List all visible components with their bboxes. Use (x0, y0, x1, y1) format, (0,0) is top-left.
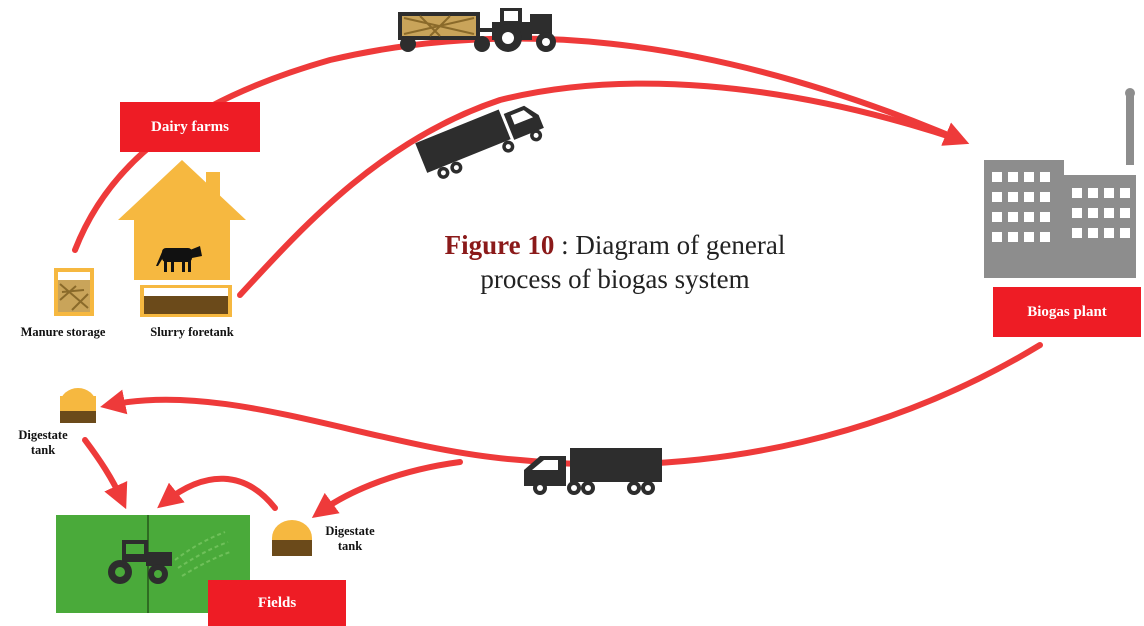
figure-label: Figure 10 (444, 230, 555, 260)
biogas-plant-label: Biogas plant (993, 287, 1141, 337)
digestate-tank-icon (60, 388, 96, 423)
digestate-tank-icon (272, 520, 312, 556)
dairy-farms-label: Dairy farms (120, 102, 260, 152)
caption-line-2: process of biogas system (480, 264, 750, 294)
dairy-farms-text: Dairy farms (151, 118, 229, 135)
figure-caption: Figure 10 : Diagram of general process o… (375, 228, 855, 296)
truck-icon (415, 105, 544, 179)
digestate-tank-2-line1: Digestate (325, 524, 375, 538)
biogas-plant-text: Biogas plant (1027, 303, 1107, 320)
house-with-cow-icon (118, 160, 246, 280)
arrow-plant-to-tank1 (100, 342, 1043, 468)
digestate-tank-2-line2: tank (337, 539, 363, 553)
caption-line-1: Figure 10 : Diagram of general (375, 228, 855, 262)
slurry-foretank-label: Slurry foretank (150, 325, 234, 339)
cow-icon (156, 246, 202, 272)
arrow-branch-to-tank2 (311, 459, 463, 518)
digestate-tank-1-label: Digestate tank (8, 428, 78, 458)
fields-label: Fields (208, 580, 346, 626)
digestate-tank-2-label: Digestate tank (310, 524, 390, 554)
arrow-tank1-to-field (82, 437, 128, 510)
manure-storage-label: Manure storage (20, 325, 106, 339)
digestate-tank-1-line1: Digestate (18, 428, 68, 442)
manure-storage-icon (54, 268, 94, 316)
caption-separator: : (554, 230, 576, 260)
caption-text-1: Diagram of general (575, 230, 786, 260)
digestate-tank-1-line2: tank (30, 443, 56, 457)
factory-icon (984, 88, 1136, 278)
arrow-slurry-to-plant (237, 80, 963, 298)
slurry-tank-icon (140, 285, 232, 317)
arrow-tank2-to-field (157, 475, 278, 511)
tanker-truck-icon (524, 448, 662, 495)
arrow-manure-to-plant (72, 35, 970, 253)
factory-windows (992, 172, 1130, 242)
fields-text: Fields (257, 594, 297, 611)
tractor-with-trailer-icon (398, 8, 556, 52)
